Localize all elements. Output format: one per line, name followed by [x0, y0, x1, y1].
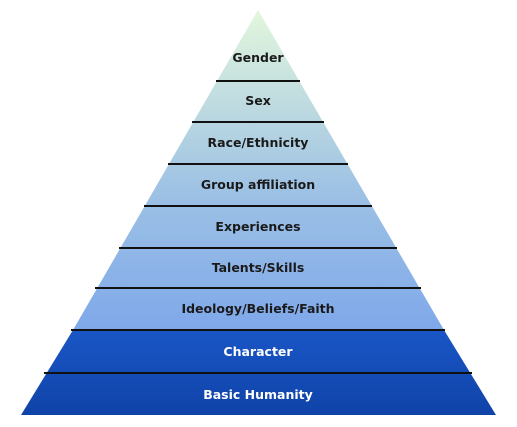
tier-label-gender: Gender — [232, 50, 284, 65]
tier-label-ideology-beliefs-faith: Ideology/Beliefs/Faith — [181, 301, 334, 316]
tier-label-experiences: Experiences — [215, 219, 300, 234]
tier-label-talents-skills: Talents/Skills — [212, 260, 305, 275]
tier-dividers — [44, 80, 472, 374]
tier-label-group-affiliation: Group affiliation — [201, 177, 315, 192]
tier-label-race-ethnicity: Race/Ethnicity — [208, 135, 309, 150]
pyramid-upper-body — [73, 10, 444, 330]
tier-label-sex: Sex — [245, 93, 271, 108]
tier-label-basic-humanity: Basic Humanity — [203, 387, 313, 402]
tier-labels: Gender Sex Race/Ethnicity Group affiliat… — [181, 50, 334, 402]
tier-label-character: Character — [223, 344, 293, 359]
